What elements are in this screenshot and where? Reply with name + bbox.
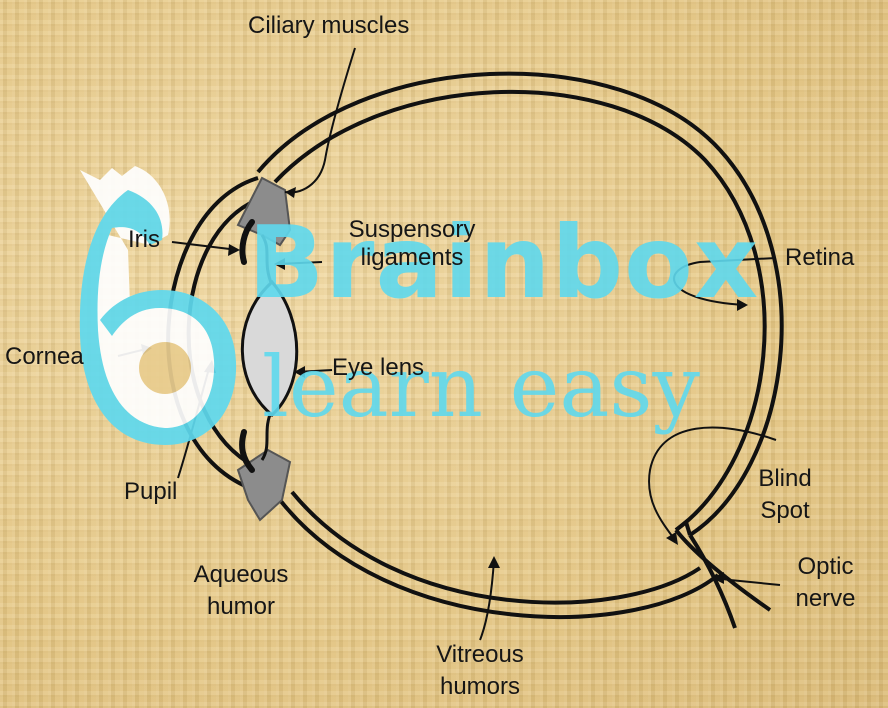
label-blind-spot: Blind Spot bbox=[740, 467, 830, 523]
label-optic-line2: nerve bbox=[783, 587, 868, 611]
label-eye-lens: Eye lens bbox=[332, 356, 424, 380]
label-blind-spot-line2: Spot bbox=[740, 499, 830, 523]
label-vitreous-line2: humors bbox=[405, 675, 555, 699]
label-optic-nerve: Optic nerve bbox=[783, 555, 868, 611]
arrowhead-iris bbox=[228, 244, 240, 256]
label-retina: Retina bbox=[785, 246, 854, 270]
leader-vitreous bbox=[480, 560, 494, 640]
label-vitreous-line1: Vitreous bbox=[405, 643, 555, 667]
arrowhead-vitreous bbox=[488, 556, 500, 568]
iris-bottom bbox=[242, 432, 252, 470]
leader-optic-nerve bbox=[715, 578, 780, 585]
label-aqueous-humor: Aqueous humor bbox=[166, 563, 316, 619]
label-blind-spot-line1: Blind bbox=[740, 467, 830, 491]
label-optic-line1: Optic bbox=[783, 555, 868, 579]
label-vitreous-humors: Vitreous humors bbox=[405, 643, 555, 699]
label-suspensory-line2: ligaments bbox=[322, 246, 502, 270]
label-suspensory-ligaments: Suspensory ligaments bbox=[322, 218, 502, 270]
label-aqueous-line1: Aqueous bbox=[166, 563, 316, 587]
label-cornea: Cornea bbox=[5, 345, 84, 369]
label-iris: Iris bbox=[128, 228, 160, 252]
leader-iris bbox=[172, 242, 238, 250]
label-aqueous-line2: humor bbox=[166, 595, 316, 619]
label-ciliary-muscles: Ciliary muscles bbox=[248, 14, 409, 38]
label-suspensory-line1: Suspensory bbox=[322, 218, 502, 242]
watermark-tagline: learn easy bbox=[262, 338, 700, 436]
label-pupil: Pupil bbox=[124, 480, 177, 504]
arrowhead-blind-spot bbox=[666, 532, 678, 545]
